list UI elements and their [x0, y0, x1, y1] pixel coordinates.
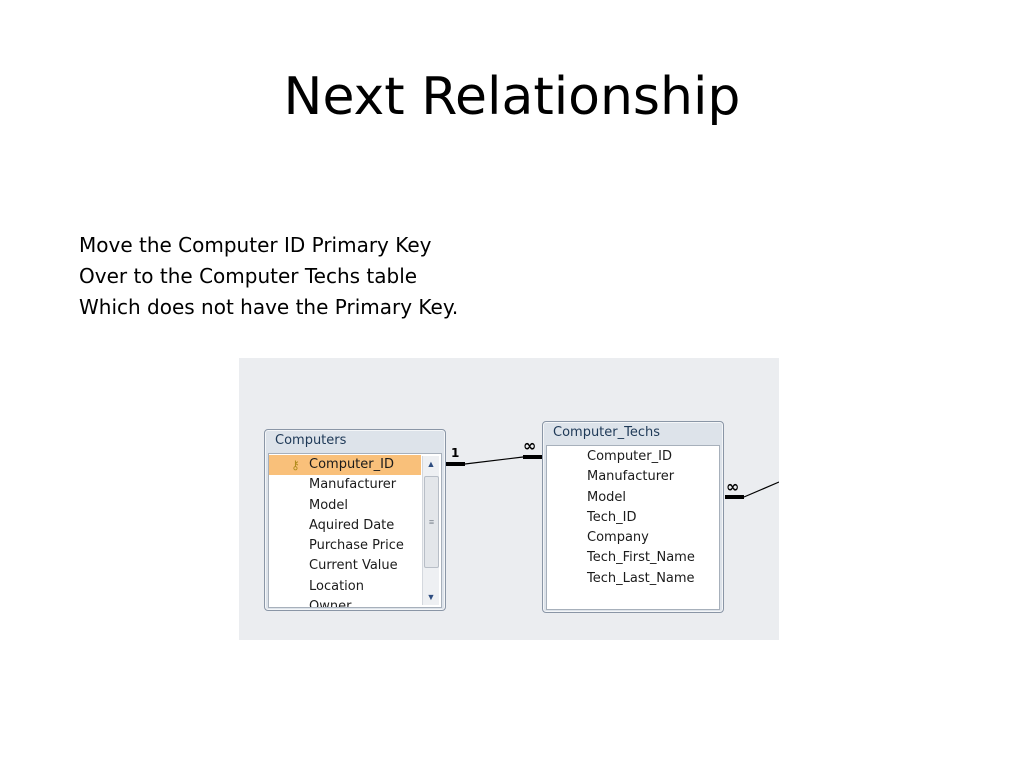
field-row[interactable]: Aquired Date — [269, 516, 441, 536]
field-name: Computer_ID — [587, 449, 672, 464]
field-row[interactable]: Model — [269, 496, 441, 516]
cardinality-many-label-2: ∞ — [726, 477, 740, 496]
relationships-canvas: 1 ∞ ∞ Computers ⚷ Computer_ID Manufacturer… — [239, 358, 779, 640]
field-name: Manufacturer — [309, 477, 397, 493]
grip-icon: ≡ — [428, 517, 435, 527]
scroll-down-icon[interactable]: ▼ — [426, 592, 436, 602]
field-row[interactable]: Tech_Last_Name — [547, 569, 719, 589]
slide-body: Move the Computer ID Primary Key Over to… — [79, 230, 458, 323]
cardinality-one-label: 1 — [451, 446, 460, 460]
field-name: Purchase Price — [309, 538, 404, 554]
field-name: Model — [309, 497, 349, 513]
field-row[interactable]: Current Value — [269, 556, 441, 576]
cardinality-many-label: ∞ — [523, 436, 537, 455]
relationship-line-computers-techs-mid — [464, 456, 524, 465]
field-name: Tech_ID — [587, 509, 637, 525]
field-name: Model — [587, 489, 627, 505]
field-row[interactable]: Purchase Price — [269, 536, 441, 556]
body-line-2: Over to the Computer Techs table — [79, 264, 418, 288]
field-row[interactable]: ⚷ Computer_ID — [269, 455, 421, 476]
field-name: Manufacturer — [587, 469, 675, 485]
body-line-1: Move the Computer ID Primary Key — [79, 233, 432, 257]
relationship-line-techs-out — [743, 481, 779, 498]
scroll-up-icon[interactable]: ▲ — [426, 459, 436, 469]
field-name: Location — [309, 578, 364, 594]
field-name: Tech_First_Name — [587, 550, 695, 566]
field-row[interactable]: Company — [547, 528, 719, 548]
body-line-3: Which does not have the Primary Key. — [79, 295, 459, 319]
field-row[interactable]: Owner — [269, 597, 441, 608]
field-name: Tech_Last_Name — [587, 570, 695, 586]
field-row[interactable]: Tech_ID — [547, 508, 719, 528]
relationship-lines — [445, 455, 779, 499]
field-row[interactable]: Manufacturer — [269, 475, 441, 495]
field-row[interactable]: Manufacturer — [547, 467, 719, 487]
field-name: Current Value — [309, 558, 398, 574]
field-name: Computer_ID — [309, 457, 394, 472]
key-icon: ⚷ — [291, 458, 300, 472]
field-row[interactable]: Model — [547, 488, 719, 508]
field-name: Aquired Date — [309, 517, 395, 533]
field-name: Company — [587, 530, 649, 546]
table-computers-scrollbar[interactable]: ▲ ≡ ▼ — [422, 456, 439, 605]
field-row[interactable]: Location — [269, 577, 441, 597]
table-computers-title[interactable]: Computers — [275, 433, 347, 448]
field-name: Owner — [309, 599, 352, 608]
scroll-thumb[interactable]: ≡ — [424, 476, 439, 568]
field-row[interactable]: Tech_First_Name — [547, 548, 719, 568]
table-computer-techs-title[interactable]: Computer_Techs — [553, 425, 661, 440]
slide-title: Next Relationship — [283, 67, 741, 127]
field-row[interactable]: Computer_ID — [547, 447, 719, 467]
